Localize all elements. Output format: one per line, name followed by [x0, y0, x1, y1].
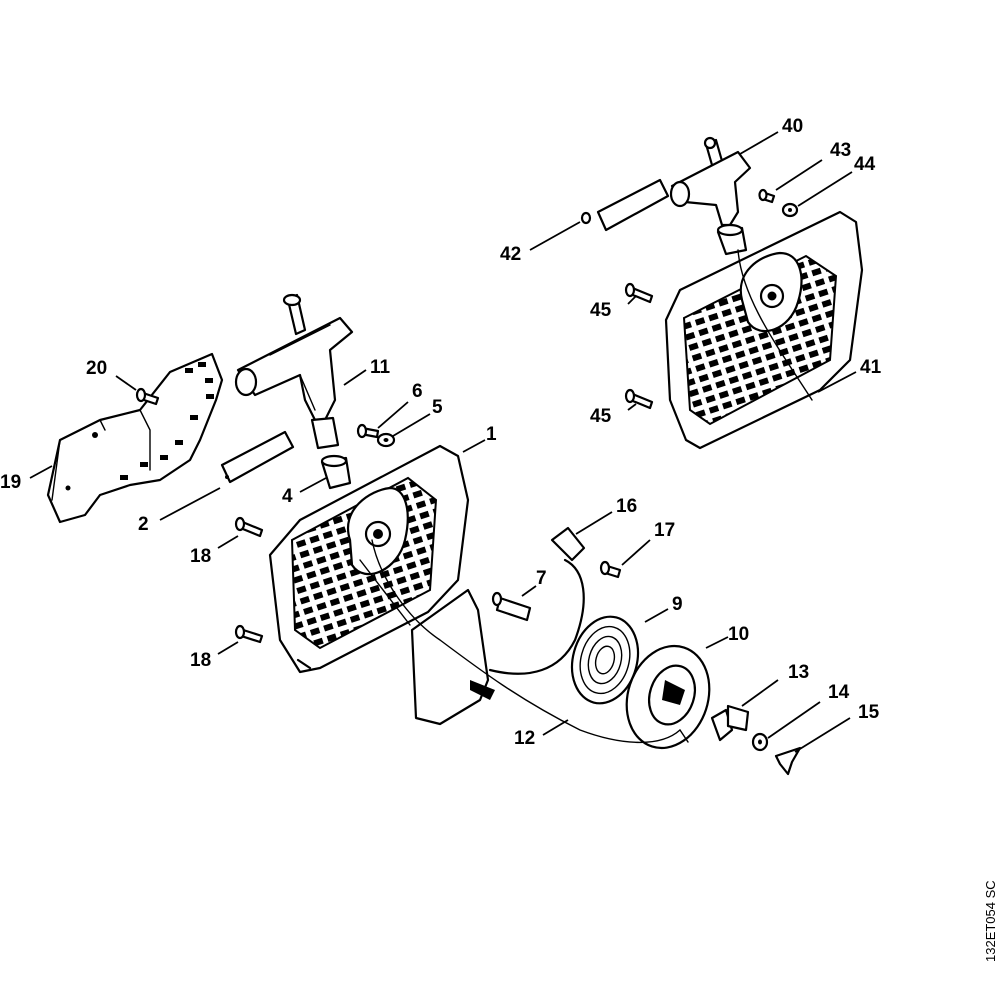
- label-plate-part-2: [220, 430, 295, 484]
- screw-part-45-lower: [624, 388, 654, 410]
- rope-guide-part-16: [488, 526, 586, 675]
- callout-2: 2: [138, 514, 149, 535]
- pin-part-7: [491, 591, 532, 622]
- callout-20: 20: [86, 358, 107, 379]
- callout-45-lower: 45: [590, 406, 612, 427]
- fan-housing-part-1: [268, 444, 470, 674]
- spring-cover: [410, 588, 495, 726]
- starter-grip-part-40: [669, 136, 752, 227]
- rope-rotor-part-10: [625, 644, 711, 750]
- callout-1: 1: [486, 424, 497, 445]
- callout-19: 19: [0, 472, 21, 493]
- pawl-part-13: [710, 704, 750, 742]
- screw-part-43: [758, 188, 776, 204]
- callout-43: 43: [830, 140, 851, 161]
- grommet-upper: [716, 223, 748, 256]
- grommet-part-4: [320, 454, 352, 490]
- callout-6: 6: [412, 381, 423, 402]
- screw-part-17: [599, 560, 622, 579]
- callout-18-lower: 18: [190, 650, 211, 671]
- screw-part-18-upper: [234, 516, 264, 538]
- cover-plate-part-19: [46, 352, 224, 524]
- leader-lines: [29, 131, 857, 753]
- callout-5: 5: [432, 397, 443, 418]
- washer-part-14: [751, 732, 769, 752]
- callout-14: 14: [828, 682, 850, 703]
- callout-18-upper: 18: [190, 546, 211, 567]
- callout-13: 13: [788, 662, 809, 683]
- callout-7: 7: [536, 568, 547, 589]
- fan-housing-part-41: [664, 210, 864, 450]
- screw-part-18-lower: [234, 624, 264, 644]
- callout-41: 41: [860, 357, 882, 378]
- callout-9: 9: [672, 594, 683, 615]
- screw-part-6: [356, 423, 380, 439]
- spring-clip-part-15: [774, 746, 802, 776]
- screw-part-45-upper: [624, 282, 654, 304]
- callouts: 1 2 4 5 6 7 9 10 11 12 13 14 15 16 17 18…: [0, 116, 882, 749]
- callout-11: 11: [370, 357, 391, 378]
- callout-40: 40: [782, 116, 803, 137]
- callout-4: 4: [282, 486, 293, 507]
- callout-42: 42: [500, 244, 521, 265]
- callout-16: 16: [616, 496, 637, 517]
- starter-grip-part-11: [234, 293, 354, 450]
- callout-17: 17: [654, 520, 675, 541]
- callout-12: 12: [514, 728, 535, 749]
- washer-part-44: [781, 202, 799, 218]
- starter-rope-part-12: [371, 539, 689, 744]
- callout-10: 10: [728, 624, 749, 645]
- callout-15: 15: [858, 702, 880, 723]
- diagram-reference-code: 132ET054 SC: [983, 880, 998, 962]
- label-plate-part-42: [580, 178, 670, 232]
- callout-44: 44: [854, 154, 876, 175]
- rewind-spring-part-9: [570, 615, 640, 705]
- washer-part-5: [376, 432, 396, 448]
- screw-part-20: [135, 387, 160, 406]
- callout-45-upper: 45: [590, 300, 612, 321]
